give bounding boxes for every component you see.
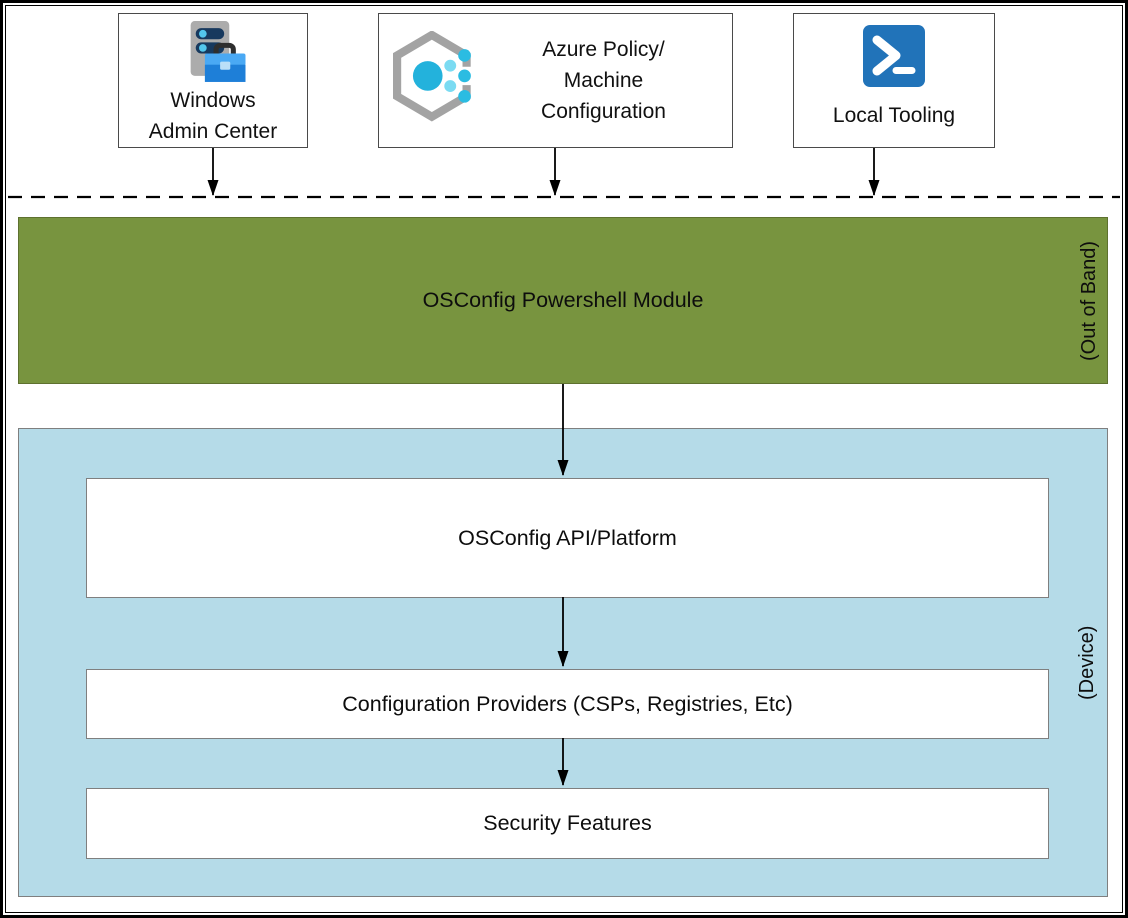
node-label-local-tooling: Local Tooling bbox=[832, 104, 956, 127]
powershell-icon bbox=[863, 25, 925, 87]
node-label-machine: Machine bbox=[563, 69, 644, 92]
osconfig-powershell-module-band: OSConfig Powershell Module (Out of Band) bbox=[18, 217, 1108, 384]
layer-label-security: Security Features bbox=[483, 811, 652, 835]
node-label-configuration: Configuration bbox=[541, 100, 666, 123]
out-of-band-side-label: (Out of Band) bbox=[1078, 240, 1100, 361]
module-band-label: OSConfig Powershell Module bbox=[422, 288, 704, 312]
node-label-azure-policy: Azure Policy/ bbox=[542, 38, 665, 61]
layer-security-features: Security Features bbox=[86, 788, 1049, 859]
node-local-tooling: Local Tooling bbox=[793, 13, 995, 148]
server-icon bbox=[190, 21, 230, 76]
machine-configuration-icon bbox=[393, 30, 471, 122]
layer-configuration-providers: Configuration Providers (CSPs, Registrie… bbox=[86, 669, 1049, 739]
node-windows-admin-center: Windows Admin Center bbox=[118, 13, 308, 148]
toolbox-icon bbox=[204, 42, 246, 82]
node-azure-policy-machine-configuration: Azure Policy/ Machine Configuration bbox=[378, 13, 733, 148]
layer-label-api: OSConfig API/Platform bbox=[458, 525, 677, 550]
device-side-label: (Device) bbox=[1076, 625, 1098, 700]
windows-admin-center-icon bbox=[190, 21, 246, 82]
layer-label-providers: Configuration Providers (CSPs, Registrie… bbox=[342, 691, 793, 716]
node-label-admin-center: Admin Center bbox=[148, 120, 278, 143]
node-label-windows: Windows bbox=[170, 89, 256, 112]
device-band: OSConfig API/Platform Configuration Prov… bbox=[18, 428, 1108, 897]
layer-osconfig-api-platform: OSConfig API/Platform bbox=[86, 478, 1049, 598]
